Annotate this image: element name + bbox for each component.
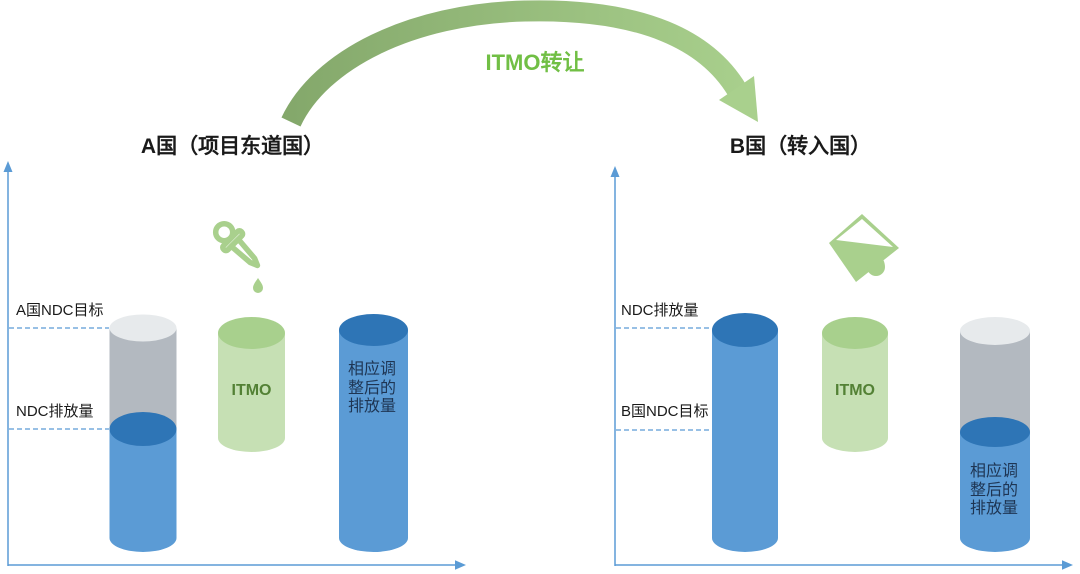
- right-ndc-target-label: B国NDC目标: [621, 403, 709, 420]
- right-cylinder-ndc: [712, 313, 778, 552]
- left-y-axis-arrow-icon: [3, 161, 13, 172]
- left-panel-title: A国（项目东道国）: [140, 135, 325, 158]
- right-panel-title: B国（转入国）: [729, 135, 872, 158]
- left-cylinder-ndc-gray-top: [109, 314, 177, 342]
- right-itmo-label: ITMO: [835, 382, 875, 399]
- left-cylinder-adjusted-top: [339, 314, 408, 346]
- pour-icon: [829, 214, 899, 282]
- left-cylinder-itmo-body: [218, 333, 285, 452]
- dropper-droplet: [253, 278, 263, 293]
- right-cylinder-adjusted-blue-top: [960, 417, 1030, 447]
- right-cylinder-itmo-top: [822, 317, 888, 349]
- left-cylinder-ndc: [109, 314, 177, 552]
- left-cylinder-itmo-top: [218, 317, 285, 349]
- left-itmo-label: ITMO: [231, 382, 272, 399]
- left-cylinder-adjusted: [339, 314, 408, 552]
- transfer-arrow-head: [719, 76, 758, 122]
- itmo-transfer-label: ITMO转让: [485, 50, 585, 75]
- right-cylinder-ndc-body: [712, 330, 778, 552]
- right-x-axis-arrow-icon: [1062, 560, 1073, 570]
- left-ndc-target-label: A国NDC目标: [16, 302, 104, 319]
- dropper-barrel: [228, 236, 261, 269]
- right-adjusted-emission-label: 相应调整后的排放量: [970, 463, 1019, 517]
- pour-icon-cup: [829, 214, 899, 282]
- right-cylinder-adjusted: [960, 317, 1030, 552]
- right-cylinder-adjusted-gray-body: [960, 331, 1030, 432]
- right-y-axis-arrow-icon: [610, 166, 620, 177]
- left-adjusted-emission-label: 相应调整后的排放量: [348, 361, 397, 415]
- right-ndc-emission-label: NDC排放量: [621, 302, 699, 319]
- pour-icon-opening: [836, 219, 893, 247]
- left-ndc-emission-label: NDC排放量: [16, 403, 94, 420]
- right-chart: [610, 166, 1073, 570]
- left-cylinder-ndc-blue-body: [109, 429, 177, 552]
- left-x-axis-arrow-icon: [455, 560, 466, 570]
- right-cylinder-itmo-body: [822, 333, 888, 452]
- right-cylinder-itmo: [822, 317, 888, 452]
- pour-icon-droplet: [867, 247, 885, 276]
- dropper-icon-outline: [212, 220, 261, 269]
- left-chart: [3, 161, 466, 570]
- right-cylinder-adjusted-blue-body: [960, 432, 1030, 552]
- right-cylinder-adjusted-gray-top: [960, 317, 1030, 345]
- itmo-transfer-arrow: [281, 0, 758, 127]
- left-cylinder-adjusted-body: [339, 330, 408, 552]
- left-cylinder-itmo: [218, 317, 285, 452]
- dropper-icon: [212, 220, 263, 293]
- right-cylinder-ndc-top: [712, 313, 778, 347]
- left-cylinder-ndc-blue-top: [109, 412, 177, 446]
- transfer-arrow-curve: [281, 0, 746, 127]
